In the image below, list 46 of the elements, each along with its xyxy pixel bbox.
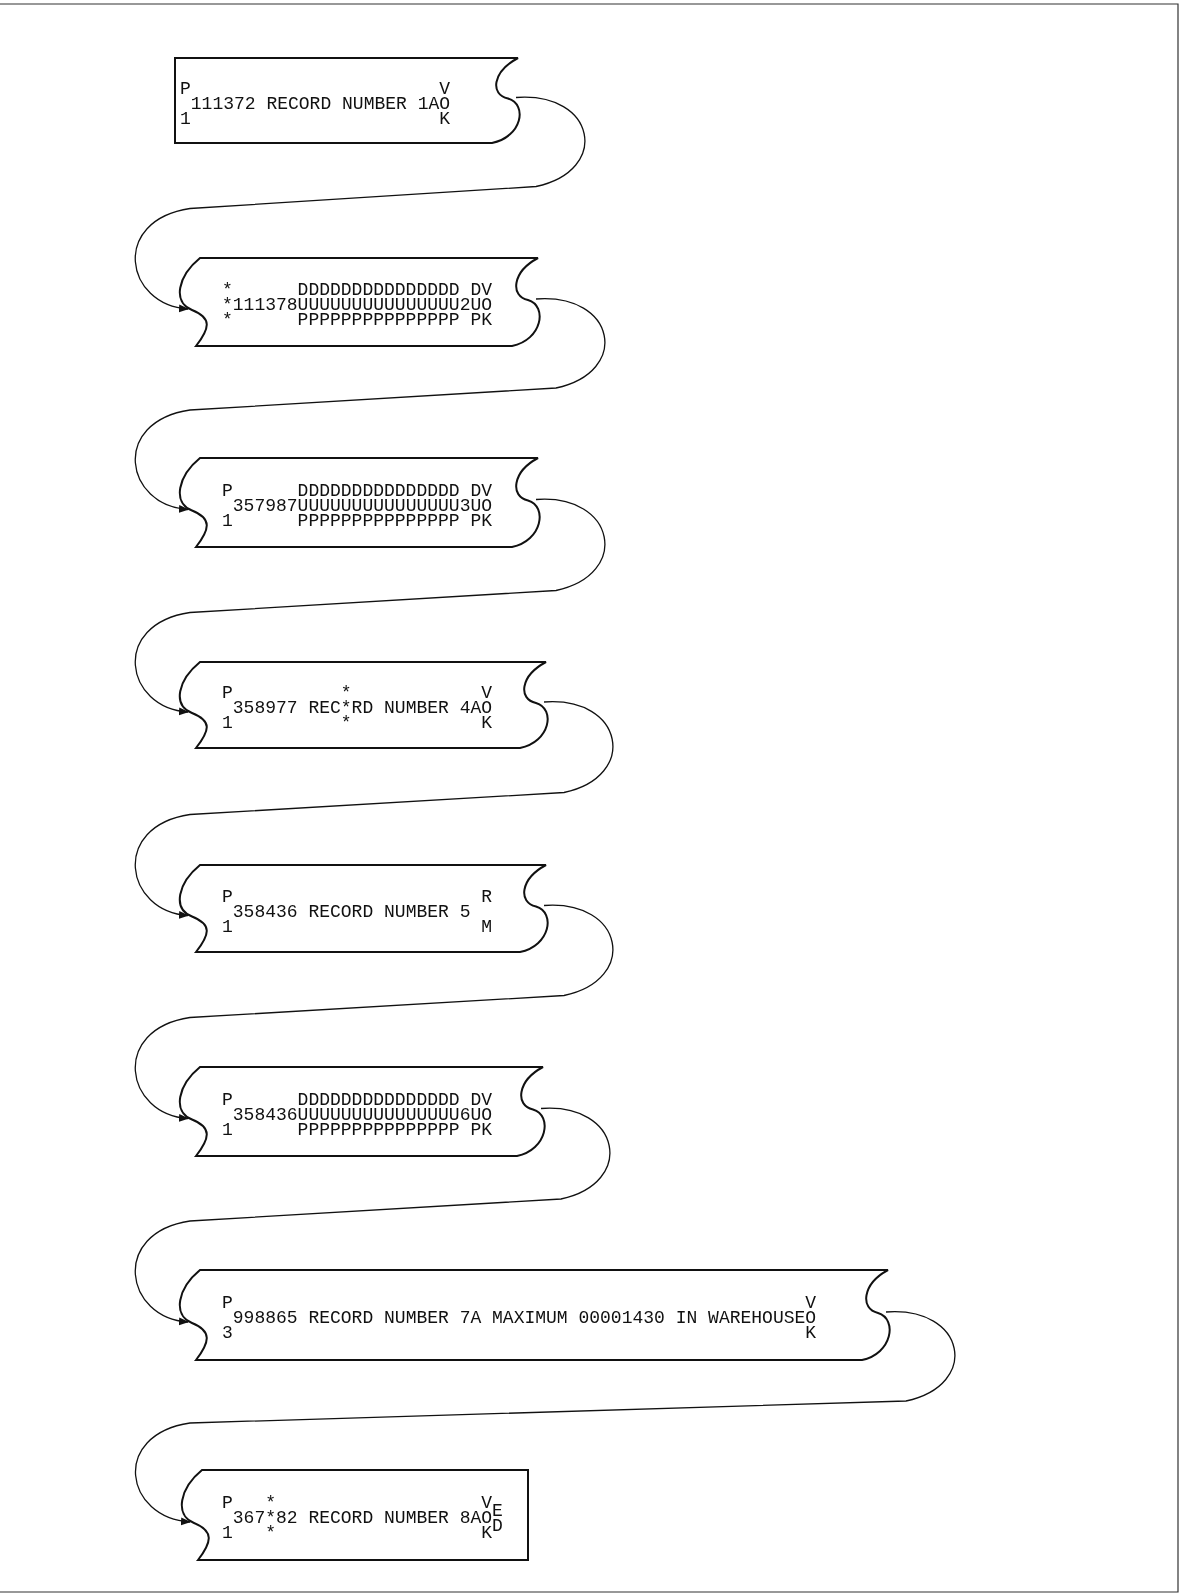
record-text: P <box>222 1494 233 1512</box>
record-text: P <box>222 684 233 702</box>
paper-tape-strip <box>178 662 548 748</box>
arrow <box>134 498 606 715</box>
record-text: 1 <box>222 714 233 732</box>
record-text: P <box>180 79 191 98</box>
arrow <box>134 1107 611 1325</box>
record-text: * <box>340 714 352 732</box>
record-text: 1 <box>222 1120 233 1139</box>
record-text: * <box>222 281 233 299</box>
arrow <box>134 96 586 312</box>
record-text: P <box>222 481 233 500</box>
record-text: P <box>222 1294 233 1312</box>
paper-tape-strip <box>175 58 520 143</box>
record-text: R <box>481 887 492 906</box>
paper-tape-strip <box>178 865 548 952</box>
record-text: V <box>481 684 492 702</box>
paper-tape-strip <box>178 1270 890 1360</box>
arrow <box>134 904 614 1121</box>
record-text: 3 <box>222 1324 233 1342</box>
record-text: K <box>481 714 492 732</box>
record-text: *111378UUUUUUUUUUUUUUU2UO <box>222 296 493 314</box>
record-text: V <box>481 1494 492 1512</box>
record-text: DDDDDDDDDDDDDDD DV <box>297 281 493 299</box>
paper-tape-strip <box>178 1067 545 1156</box>
record-text: * <box>222 311 233 329</box>
paper-tape-strip <box>180 1470 528 1560</box>
record-text: V <box>805 1294 816 1312</box>
record-text: PPPPPPPPPPPPPPP PK <box>297 311 493 329</box>
record-text: 1 <box>222 511 233 530</box>
arrow <box>134 298 606 512</box>
record-text: M <box>481 917 492 936</box>
record-text: P <box>222 887 233 906</box>
paper-tape-strip <box>178 458 540 547</box>
paper-tape-strip <box>178 258 540 346</box>
record-text: 1 <box>222 1524 233 1542</box>
record-text: K <box>481 1524 492 1542</box>
arrow <box>134 701 614 918</box>
arrow <box>135 1311 956 1525</box>
record-text: 998865 RECORD NUMBER 7A MAXIMUM 00001430 IN WAREHOUSEO <box>232 1309 817 1327</box>
record-text: 358436 RECORD NUMBER 5 <box>232 902 471 921</box>
record-text: 1 <box>180 109 191 128</box>
record-text: 1 <box>222 917 233 936</box>
record-text: K <box>805 1324 816 1342</box>
record-text: * <box>265 1524 276 1542</box>
record-text: P <box>222 1090 233 1109</box>
